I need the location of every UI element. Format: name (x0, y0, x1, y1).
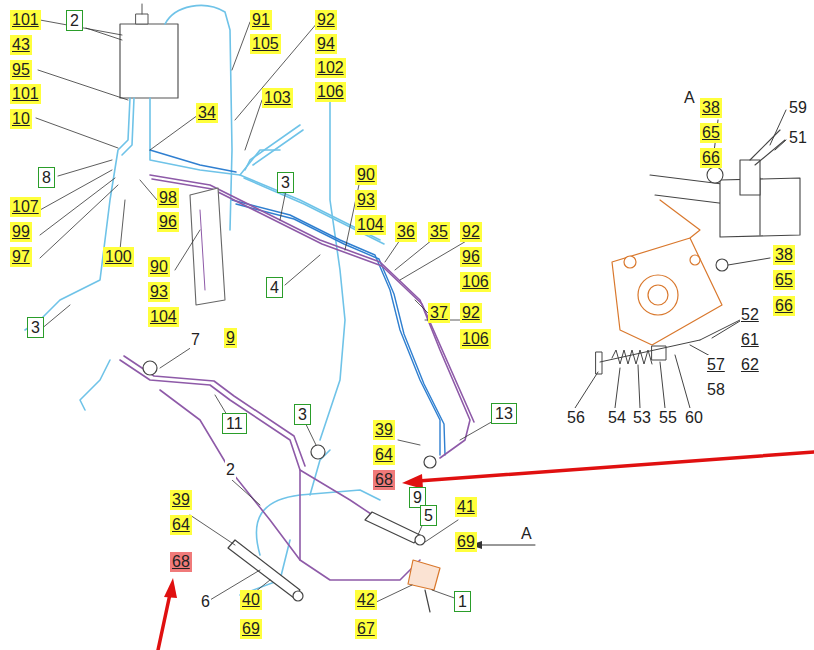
item-box: 3 (294, 404, 311, 425)
item-box: 8 (38, 167, 55, 188)
callout-number: 66 (700, 148, 722, 168)
callout-number: 52 (740, 305, 760, 325)
view-label: 6 (200, 592, 211, 612)
callout-number: 40 (240, 590, 262, 610)
callout-number: 42 (355, 590, 377, 610)
callout-number: 43 (10, 35, 32, 55)
callout-number: 39 (170, 490, 192, 510)
item-number: 4 (270, 279, 279, 296)
item-number: 5 (424, 507, 433, 524)
view-label: 54 (607, 408, 627, 428)
callout-number: 9 (224, 328, 237, 348)
callout-number: 94 (315, 34, 337, 54)
callout-number: 41 (455, 497, 477, 517)
item-box: 1 (454, 591, 471, 612)
callout-number: 64 (170, 515, 192, 535)
callout-number: 107 (10, 197, 41, 217)
callout-number: 93 (148, 282, 170, 302)
callout-number: 95 (10, 60, 32, 80)
item-box: 3 (27, 317, 44, 338)
callout-number: 34 (196, 103, 218, 123)
callout-number: 66 (773, 296, 795, 316)
callout-number: 92 (460, 303, 482, 323)
callout-number: 92 (315, 10, 337, 30)
callout-number: 92 (460, 222, 482, 242)
callout-number: 69 (240, 619, 262, 639)
callout-number: 96 (460, 247, 482, 267)
callout-number: 37 (428, 303, 450, 323)
item-box: 4 (266, 277, 283, 298)
callout-number: 96 (157, 212, 179, 232)
item-box: 3 (277, 172, 294, 193)
view-label: 60 (684, 408, 704, 428)
item-number: 9 (413, 489, 422, 506)
callout-number: 36 (395, 222, 417, 242)
callout-number: 69 (455, 532, 477, 552)
callout-number: 38 (700, 98, 722, 118)
callout-number: 35 (428, 222, 450, 242)
item-number: 2 (70, 12, 79, 29)
callout-number: 97 (10, 247, 32, 267)
callout-number: 104 (148, 307, 179, 327)
view-label: 7 (190, 330, 201, 350)
callout-number: 98 (157, 188, 179, 208)
callout-number: 104 (355, 215, 386, 235)
callout-number: 38 (773, 245, 795, 265)
view-label: A (683, 88, 696, 108)
callout-number: 106 (315, 82, 346, 102)
item-number: 3 (31, 319, 40, 336)
callout-number: 100 (103, 247, 134, 267)
callout-number: 65 (700, 123, 722, 143)
view-label: 2 (225, 460, 236, 480)
view-label: 51 (788, 128, 808, 148)
view-label: 58 (706, 380, 726, 400)
callout-number: 106 (460, 272, 491, 292)
callout-number: 61 (740, 330, 760, 350)
item-box: 2 (66, 10, 83, 31)
callout-number: 67 (355, 619, 377, 639)
callout-number: 90 (148, 257, 170, 277)
callout-number: 103 (262, 88, 293, 108)
item-number: 3 (298, 406, 307, 423)
callout-number: 68 (170, 552, 192, 572)
item-box: 5 (420, 505, 437, 526)
callout-number: 101 (10, 84, 41, 104)
callout-number: 93 (355, 190, 377, 210)
callout-number: 62 (740, 355, 760, 375)
callout-number: 90 (355, 165, 377, 185)
item-number: 8 (42, 169, 51, 186)
view-label: 56 (566, 408, 586, 428)
view-label: 59 (788, 98, 808, 118)
view-label: 53 (632, 408, 652, 428)
item-number: 11 (226, 415, 243, 432)
callout-number: 68 (373, 470, 395, 490)
callout-number: 57 (706, 355, 726, 375)
view-label: 55 (658, 408, 678, 428)
item-box: 11 (222, 413, 247, 434)
callout-number: 39 (373, 420, 395, 440)
item-number: 13 (495, 405, 513, 422)
callout-number: 105 (250, 34, 281, 54)
callout-number: 10 (10, 109, 32, 129)
item-number: 3 (281, 174, 290, 191)
item-number: 1 (458, 593, 467, 610)
callout-number: 91 (250, 10, 272, 30)
callout-number: 65 (773, 270, 795, 290)
view-label: A (520, 524, 533, 544)
item-box: 13 (491, 403, 517, 424)
callout-number: 101 (10, 10, 41, 30)
callout-number: 64 (373, 445, 395, 465)
callout-number: 99 (10, 222, 32, 242)
callout-number: 102 (315, 58, 346, 78)
callout-number: 106 (460, 329, 491, 349)
